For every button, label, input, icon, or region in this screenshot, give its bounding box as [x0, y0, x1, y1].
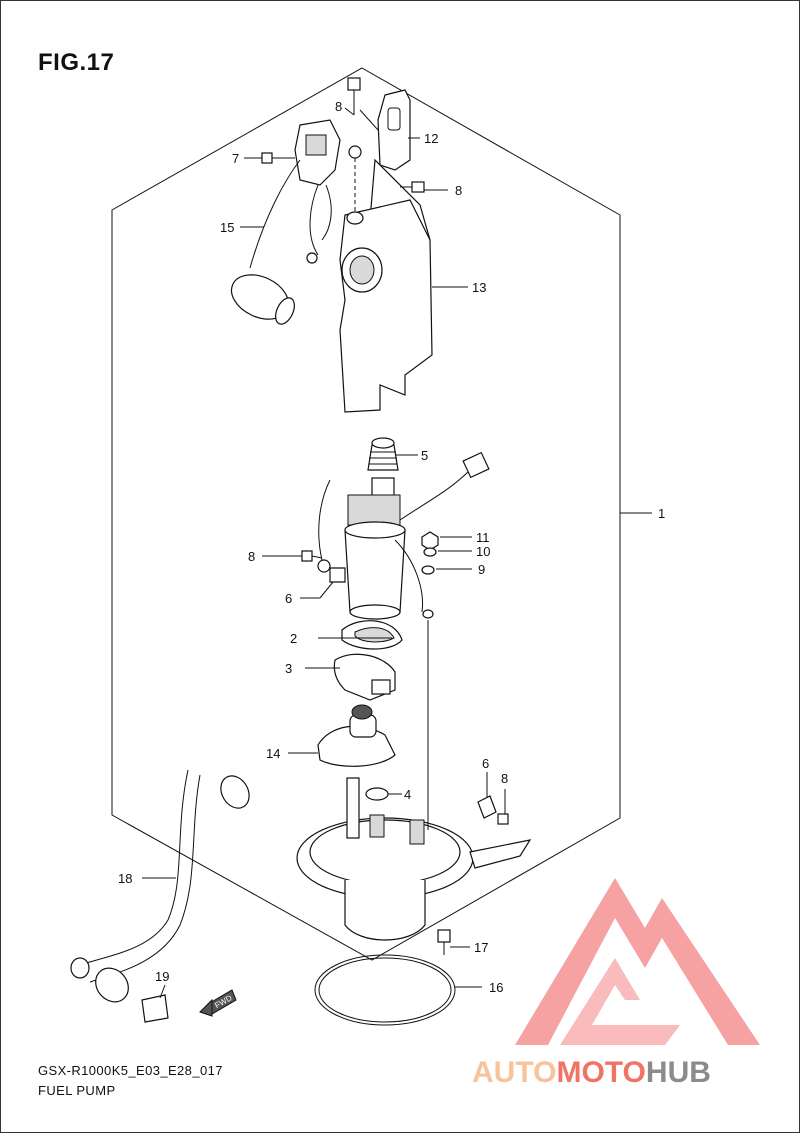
holder-3: [333, 653, 396, 701]
figure-name: FUEL PUMP: [38, 1083, 116, 1098]
callout-9: 9: [478, 562, 485, 577]
automotohub-watermark: AUTOMOTOHUB: [472, 878, 760, 1089]
callout-12: 12: [424, 131, 438, 146]
callout-17: 17: [474, 940, 488, 955]
screw-7: [261, 152, 295, 164]
callout-3: 3: [285, 661, 292, 676]
fuel-pump-motor: [317, 451, 490, 620]
callout-8-bracket: 8: [455, 183, 462, 198]
screw-8-right: [400, 181, 425, 193]
pressure-regulator-14: [317, 704, 396, 767]
sender-unit-15: [230, 119, 341, 325]
callout-1: 1: [658, 506, 665, 521]
callout-6-base: 6: [482, 756, 489, 771]
watermark-auto: AUTO: [472, 1056, 556, 1089]
callout-labels: 1 2 3 4 5 6 6 7 8 8 8 8 9 10 11 12 13 14…: [118, 99, 665, 995]
hardware-9-10-11: [421, 531, 439, 619]
callout-11: 11: [476, 530, 490, 545]
fuel-filter-5: [367, 437, 399, 471]
callout-8-top: 8: [335, 99, 342, 114]
leader-lines: [142, 107, 652, 999]
screw-8-mid: [301, 550, 323, 562]
fwd-arrow-marker: FWD: [199, 989, 237, 1017]
callout-8-base: 8: [501, 771, 508, 786]
callout-10: 10: [476, 544, 490, 559]
fuel-hose-18: [70, 769, 250, 1003]
callout-5: 5: [421, 448, 428, 463]
o-ring-4: [365, 787, 389, 801]
cushion-2: [341, 620, 403, 650]
callout-8-pump: 8: [248, 549, 255, 564]
watermark-text: AUTOMOTOHUB: [472, 1056, 711, 1089]
watermark-hub: HUB: [646, 1056, 711, 1089]
bolt-17: [437, 929, 451, 955]
callout-16: 16: [489, 980, 503, 995]
callout-6-pump: 6: [285, 591, 292, 606]
figure-code: GSX-R1000K5_E03_E28_017: [38, 1063, 223, 1078]
screw-8-top: [347, 77, 361, 115]
callout-14: 14: [266, 746, 280, 761]
callout-13: 13: [472, 280, 486, 295]
callout-7: 7: [232, 151, 239, 166]
callout-15: 15: [220, 220, 234, 235]
callout-4: 4: [404, 787, 411, 802]
fuel-pump-case-13: [339, 145, 433, 413]
callout-19: 19: [155, 969, 169, 984]
clamp-19: [141, 994, 169, 1023]
assembly-boundary: [111, 67, 621, 961]
watermark-mark-icon: [515, 878, 760, 1045]
figure-title: FIG.17: [38, 49, 115, 76]
gasket-16: [314, 954, 456, 1026]
callout-18: 18: [118, 871, 132, 886]
callout-2: 2: [290, 631, 297, 646]
bracket-6-mid: [329, 567, 346, 583]
watermark-moto: MOTO: [556, 1056, 645, 1089]
small-bracket-6-8-right: [477, 795, 509, 825]
pump-plate: [296, 620, 532, 941]
